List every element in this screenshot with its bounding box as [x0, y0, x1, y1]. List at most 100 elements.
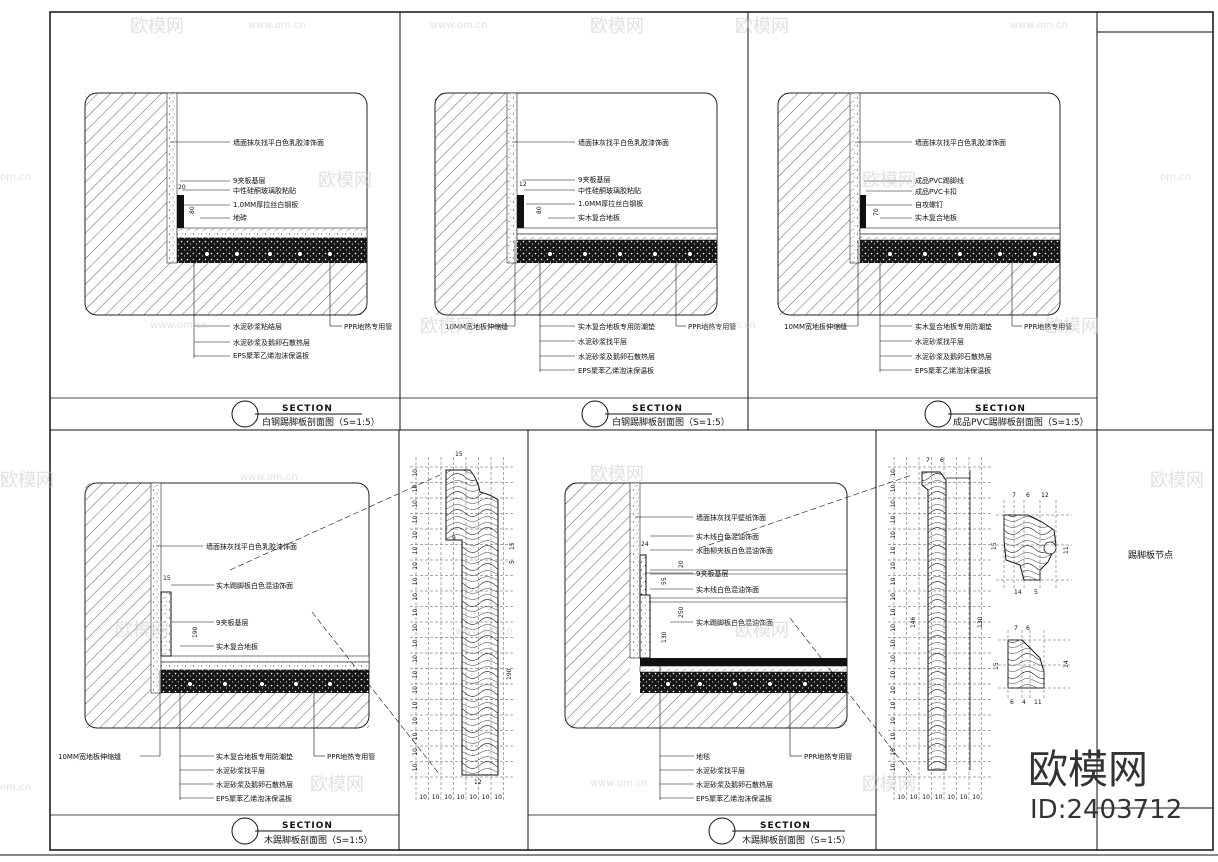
- watermark-url: www.om.cn: [248, 20, 306, 31]
- watermark-brand: 欧模网: [1045, 316, 1099, 337]
- panel-5-dim-20: 20: [678, 560, 685, 568]
- panel-1-section: 80 20 墙面抹灰找平白色乳胶漆饰面 9夹板基层 中性硅酮玻璃胶粘贴 1.0M…: [84, 92, 392, 428]
- watermark-url: www.om.cn: [455, 626, 513, 637]
- panel-2-label-1: 墙面抹灰找平白色乳胶漆饰面: [578, 138, 669, 147]
- watermark-brand: 欧模网: [420, 316, 474, 337]
- watermark-brand: 欧模网: [310, 774, 364, 795]
- panel-3-section-word: SECTION: [975, 404, 1026, 414]
- panel-4-label-2: 实木踢脚板白色混油饰面: [216, 581, 293, 590]
- panel-4-dim-a: 190: [192, 626, 199, 638]
- panel-5-dim-24: 24: [641, 541, 649, 548]
- panel-3-label-3: 成品PVC卡扣: [915, 187, 957, 196]
- panel-5-label-5: 实木线白色混油饰面: [696, 585, 759, 594]
- elev-a-row-dim: 10: [412, 670, 419, 678]
- elev-b-dim-146: 146: [910, 616, 917, 628]
- elev-a-col-dim: 10: [444, 794, 452, 801]
- panel-5-label-b2: 水泥砂浆找平层: [696, 766, 745, 775]
- watermark-brand: 欧模网: [0, 470, 54, 491]
- elev-a-row-dim: 10: [412, 748, 419, 756]
- watermark-brand: 欧模网: [735, 16, 789, 37]
- elev-a-row-dim: 10: [412, 484, 419, 492]
- elev-a-row-dim: 10: [412, 593, 419, 601]
- panel-3-label-4: 自攻螺钉: [915, 200, 943, 209]
- panel-2-label-2: 9夹板基层: [578, 175, 610, 184]
- elev-b-row-dim: 10: [890, 639, 897, 647]
- panel-5-dim-55: 55: [661, 577, 668, 585]
- elev-b-row-dim: 10: [890, 717, 897, 725]
- profile-bottom-dim-15: 15: [993, 662, 1000, 670]
- panel-5-label-4: 9夹板基层: [696, 569, 728, 578]
- panel-1-dim-b: 20: [178, 184, 186, 191]
- elev-a-dim-190: 190: [506, 668, 513, 680]
- profile-top-dim-5: 5: [1034, 589, 1038, 596]
- elev-a-row-dim: 10: [412, 763, 419, 771]
- panel-3-label-b2: 水泥砂浆找平层: [915, 337, 964, 346]
- profile-bottom-dim-4: 4: [1022, 699, 1026, 706]
- elev-b-row-dim: 10: [890, 593, 897, 601]
- elev-b-row-dim: 10: [890, 562, 897, 570]
- watermarks: 欧模网 www.om.cn www.om.cn 欧模网 欧模网 www.om.c…: [0, 16, 1204, 795]
- profile-bottom-dim-11: 11: [1034, 699, 1042, 706]
- elev-a-row-dim: 10: [412, 732, 419, 740]
- panel-2-label-b1: 实木复合地板专用防潮垫: [578, 322, 655, 331]
- elev-b-dim-7: 7: [926, 457, 930, 464]
- watermark-brand: 欧模网: [862, 170, 916, 191]
- watermark-url-short: om.cn: [0, 782, 31, 793]
- elev-b-col-dim: 10: [922, 794, 930, 801]
- elev-a-col-dim: 10: [457, 794, 465, 801]
- panel-2-label-pipe: PPR地热专用管: [688, 322, 736, 331]
- panel-3-label-5: 实木复合地板: [915, 213, 957, 222]
- elev-a-dim-15: 15: [455, 451, 463, 458]
- elev-b-row-dim: 10: [890, 546, 897, 554]
- elev-b-row-dim: 10: [890, 531, 897, 539]
- panel-2-label-b4: EPS聚苯乙烯泡沫保温板: [578, 366, 654, 375]
- elev-a-row-dim: 10: [412, 686, 419, 694]
- panel-1-label-b2: 水泥砂浆及鹅卵石散热层: [233, 338, 310, 347]
- panel-1-label-5: 地砖: [233, 213, 247, 222]
- panel-5-section-word: SECTION: [760, 821, 811, 831]
- elev-b-row-dim: 10: [890, 655, 897, 663]
- elev-b-dim-130: 130: [977, 616, 984, 628]
- elev-a-row-dim: 10: [412, 624, 419, 632]
- elev-a-col-dim: 10: [432, 794, 440, 801]
- elev-b-row-dim: 10: [890, 748, 897, 756]
- panel-1-label-b3: EPS聚苯乙烯泡沫保温板: [233, 351, 309, 360]
- watermark-brand: 欧模网: [735, 620, 789, 641]
- elev-b-row-dim: 10: [890, 500, 897, 508]
- panel-4-label-gap: 10MM宽地板伸缩缝: [58, 752, 121, 761]
- brand-id: ID:2403712: [1030, 795, 1182, 825]
- panel-3-label-gap: 10MM宽地板伸缩缝: [784, 322, 847, 331]
- profile-top-dim-11: 11: [1063, 546, 1070, 554]
- panel-1-label-pipe: PPR地热专用管: [344, 322, 392, 331]
- profile-top-dim-12: 12: [1041, 492, 1049, 499]
- elev-a-dim-12: 12: [474, 779, 482, 786]
- elev-b-dim-6: 6: [940, 457, 944, 464]
- elev-a-col-dim: 10: [482, 794, 490, 801]
- panel-3-dim-a: 70: [873, 208, 880, 216]
- panel-1-dim-a: 80: [189, 206, 196, 214]
- profile-bottom-dim-7: 7: [1014, 625, 1018, 632]
- panel-1-label-1: 墙面抹灰找平白色乳胶漆饰面: [233, 138, 324, 147]
- elev-b-col-dim: 10: [972, 794, 980, 801]
- profile-top-dim-15: 15: [991, 542, 998, 550]
- panel-4-label-pipe: PPR地热专用管: [327, 752, 375, 761]
- elev-b-row-dim: 10: [890, 670, 897, 678]
- elev-b-row-dim: 10: [890, 469, 897, 477]
- panel-5-label-b3: 水泥砂浆及鹅卵石散热层: [696, 780, 773, 789]
- elev-b-row-dim: 10: [890, 701, 897, 709]
- watermark-url: www.om.cn: [698, 320, 756, 331]
- elev-b-col-dim: 10: [935, 794, 943, 801]
- elev-b-row-dim: 10: [890, 608, 897, 616]
- watermark-brand: 欧模网: [318, 170, 372, 191]
- panel-3-caption: 成品PVC踢脚板剖面图（S=1:5）: [953, 416, 1089, 428]
- panel-2-label-5: 实木复合地板: [578, 213, 620, 222]
- elev-a-col-dim: 10: [419, 794, 427, 801]
- panel-1-label-2: 9夹板基层: [233, 176, 265, 185]
- elev-a-col-dim: 10: [469, 794, 477, 801]
- profile-top-dim-14: 14: [1014, 589, 1022, 596]
- panel-5-label-2: 实木线白色混油饰面: [696, 532, 759, 541]
- elev-b-col-dim: 10: [960, 794, 968, 801]
- profile-top-dim-7: 7: [1012, 492, 1016, 499]
- panel-3-label-2: 成品PVC踢脚线: [915, 176, 964, 185]
